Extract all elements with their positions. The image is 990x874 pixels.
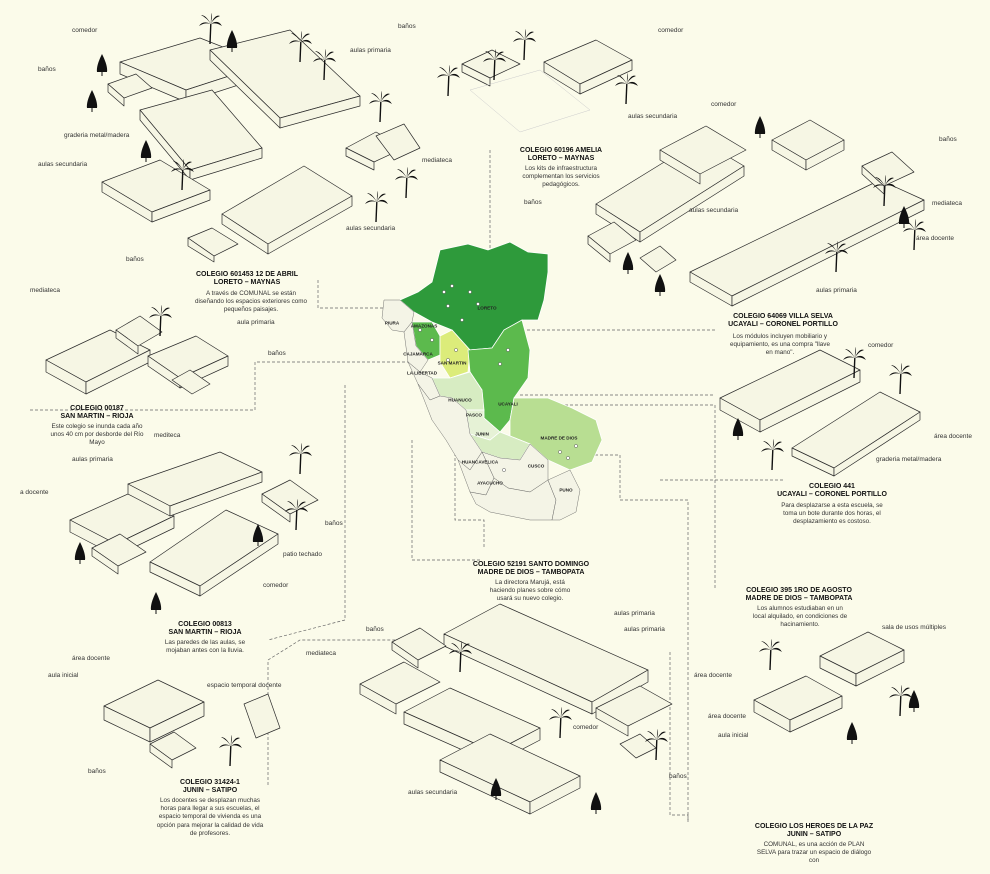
building-label: comedor	[72, 27, 98, 34]
region-label: MADRE DE DIOS	[540, 435, 578, 441]
building-label: aula inicial	[718, 732, 749, 739]
school-description: COMUNAL, es una acción de PLAN SELVA par…	[756, 841, 872, 865]
building-label: comedor	[658, 27, 684, 34]
school-description: La directora Marujá, está haciendo plane…	[489, 579, 571, 603]
building-label: área docente	[916, 235, 954, 242]
building-label: comedor	[573, 724, 599, 731]
building-label: aula primaria	[237, 319, 275, 326]
building-label: baños	[126, 256, 144, 263]
building-label: mediateca	[30, 287, 60, 294]
school-description: Los docentes se desplazan muchas horas p…	[156, 797, 264, 837]
building-label: baños	[524, 199, 542, 206]
building-label: comedor	[711, 101, 737, 108]
building-label: espacio temporal docente	[207, 682, 282, 689]
region-label: CUSCO	[527, 463, 545, 469]
school-description: Para desplazarse a esta escuela, se toma…	[781, 502, 883, 526]
building-label: aulas secundaria	[346, 225, 396, 232]
building-label: baños	[88, 768, 106, 775]
region-label: SAN MARTIN	[437, 360, 467, 366]
region-label: JUNIN	[475, 431, 489, 437]
building-label: sala de usos múltiples	[882, 624, 946, 631]
region-label: PIURA	[384, 320, 400, 326]
building-label: área docente	[694, 672, 732, 679]
region-coast	[417, 383, 483, 471]
school-description: Las paredes de las aulas, se mojaban ant…	[164, 639, 246, 655]
region-label: UCAYALI	[498, 401, 518, 407]
region-label: HUANCAVELICA	[461, 459, 499, 465]
region-label: PUNO	[559, 487, 573, 493]
school-buildings	[45, 29, 925, 815]
building-label: mediateca	[932, 200, 962, 207]
building-label: aulas secundaria	[408, 789, 458, 796]
building-label: graderia metal/madera	[876, 456, 942, 463]
building-label: baños	[366, 626, 384, 633]
building-label: baños	[38, 66, 56, 73]
building-label: aulas primaria	[816, 287, 857, 294]
school-description: Este colegio se inunda cada año unos 40 …	[50, 423, 144, 447]
region-madre-de-dios	[509, 397, 603, 471]
building-label: área docente	[934, 433, 972, 440]
building-label: comedor	[263, 582, 289, 589]
school-description: Los alumnos estudiaban en un local alqui…	[752, 605, 848, 629]
building-label: patio techado	[283, 551, 323, 558]
region-puno	[547, 469, 581, 521]
region-label: AMAZONAS	[410, 323, 438, 329]
peru-map	[381, 241, 603, 521]
region-label: CAJAMARCA	[403, 351, 433, 357]
building-label: mediateca	[422, 157, 452, 164]
building-label: aulas secundaria	[38, 161, 88, 168]
school-description: Los módulos incluyen mobiliario y equipa…	[730, 333, 830, 357]
region-label: LORETO	[477, 305, 497, 311]
building-label: aulas primaria	[350, 47, 391, 54]
school-description: Los kits de infraestructura complementan…	[522, 165, 600, 189]
region-label: AYACUCHO	[477, 480, 503, 486]
region-san-martin	[439, 329, 471, 379]
region-label: LA LIBERTAD	[406, 370, 438, 376]
building-label: baños	[268, 350, 286, 357]
building-label: área docente	[708, 713, 746, 720]
building-label: graderia metal/madera	[64, 132, 130, 139]
building-label: aulas primaria	[72, 456, 113, 463]
building-label: baños	[398, 23, 416, 30]
building-label: baños	[669, 773, 687, 780]
building-label: aulas primaria	[614, 610, 655, 617]
region-label: HUANUCO	[448, 397, 472, 403]
building-label: baños	[325, 520, 343, 527]
building-label: aulas primaria	[624, 626, 665, 633]
building-label: aulas secundaria	[628, 113, 678, 120]
building-label: área docente	[72, 655, 110, 662]
building-label: baños	[939, 136, 957, 143]
building-label: mediteca	[154, 432, 181, 439]
building-label: aula inicial	[48, 672, 79, 679]
leader-lines	[30, 150, 784, 822]
building-label: mediateca	[306, 650, 336, 657]
building-label: comedor	[868, 342, 894, 349]
building-label: a docente	[20, 489, 49, 496]
building-label: aulas secundaria	[689, 207, 739, 214]
region-label: PASCO	[466, 412, 482, 418]
school-description: A través de COMUNAL se están diseñando l…	[194, 290, 307, 314]
